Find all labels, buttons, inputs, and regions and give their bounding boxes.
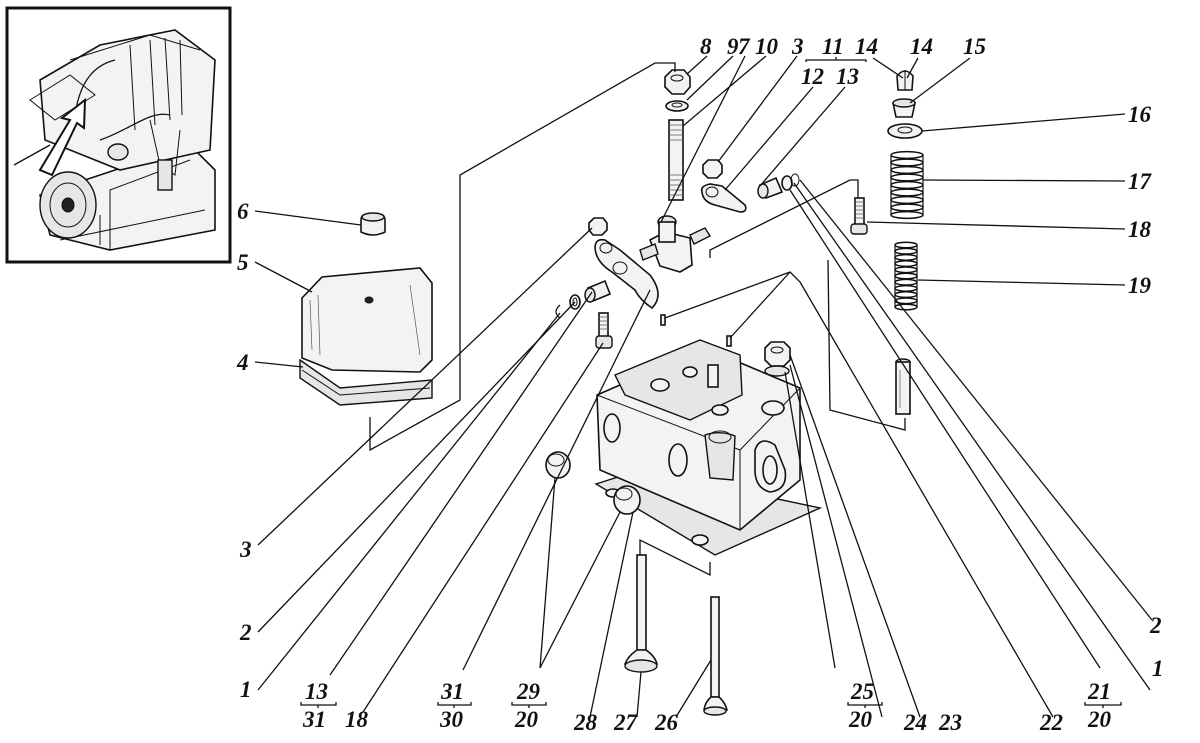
callout-12: 12	[801, 64, 824, 89]
callout-4: 4	[236, 350, 249, 375]
callout-21: 21	[1087, 679, 1111, 704]
part-18-adjusting-screw-left	[595, 312, 613, 349]
part-21-valve-guide	[895, 358, 911, 415]
part-28-plug	[613, 485, 641, 515]
callout-labels: 8 9 10 3 11 12 13 14 14 15 16 17 18 19 7…	[236, 34, 1164, 735]
part-3-nut-upper	[702, 159, 723, 179]
part-22-dowel-pins	[660, 314, 732, 347]
callout-30: 30	[439, 707, 464, 732]
part-18-adjusting-screw	[850, 197, 868, 235]
callout-16: 16	[1128, 102, 1152, 127]
engine-illustration	[13, 29, 216, 251]
callout-24: 24	[903, 710, 927, 735]
part-31-bushing	[584, 279, 612, 303]
spring-coil	[894, 291, 918, 299]
callout-10: 10	[755, 34, 779, 59]
part-26-exhaust-valve	[703, 596, 728, 716]
callout-31a: 31	[302, 707, 326, 732]
callout-27: 27	[613, 710, 639, 735]
part-17-outer-valve-spring	[890, 150, 924, 220]
part-10-stud	[668, 119, 684, 201]
spring-coil	[890, 173, 924, 182]
callout-26: 26	[654, 710, 679, 735]
callout-3-top: 3	[791, 34, 804, 59]
part-8-nut	[664, 69, 691, 95]
spring-coil	[894, 278, 918, 286]
callout-22: 22	[1039, 710, 1063, 735]
callout-20-c: 20	[1087, 707, 1112, 732]
part-13-bushing-top	[781, 173, 800, 191]
callout-5: 5	[237, 250, 249, 275]
callout-13-bottom: 13	[305, 679, 328, 704]
part-27-intake-valve	[624, 554, 658, 673]
callout-31b: 31	[440, 679, 464, 704]
spring-coil	[894, 247, 918, 255]
callout-2-right: 2	[1149, 613, 1162, 638]
callout-9: 9	[727, 34, 739, 59]
part-4-cover-gasket	[299, 358, 433, 406]
part-14-valve-collets	[896, 70, 914, 91]
part-29-plug	[545, 451, 571, 479]
part-19-inner-valve-spring	[894, 241, 918, 311]
spring-coil	[894, 272, 918, 280]
callout-7: 7	[738, 34, 751, 59]
part-7-rocker-shaft-bracket	[639, 215, 712, 273]
callout-20-b: 20	[848, 707, 873, 732]
callout-6: 6	[237, 199, 249, 224]
callout-20-a: 20	[514, 707, 539, 732]
callout-29: 29	[516, 679, 541, 704]
spring-coil	[894, 253, 918, 261]
callout-1-right: 1	[1152, 656, 1164, 681]
location-arrow-icon	[38, 97, 87, 177]
part-6-cap-nut	[360, 212, 386, 236]
part-20-cylinder-head	[594, 339, 823, 556]
spring-coil	[890, 158, 924, 167]
callout-28: 28	[573, 710, 598, 735]
spring-coil	[890, 188, 924, 197]
part-30-rocker-arm	[594, 238, 659, 310]
callout-14a: 14	[855, 34, 878, 59]
callout-23: 23	[938, 710, 962, 735]
leader-lines	[254, 55, 1153, 718]
spring-coil	[894, 241, 918, 249]
part-15-retainer-cone	[892, 98, 916, 118]
spring-coil	[890, 180, 924, 190]
callout-18-right: 18	[1128, 217, 1152, 242]
callout-11: 11	[822, 34, 844, 59]
part-11-rocker-arm-upper	[700, 183, 747, 213]
callout-18-bottom: 18	[345, 707, 369, 732]
part-12-bushing	[757, 176, 784, 200]
fraction-brackets	[300, 702, 1122, 708]
callout-13-top: 13	[836, 64, 859, 89]
part-23-nut	[764, 341, 791, 367]
part-16-spring-plate	[887, 123, 923, 139]
spring-coil	[890, 195, 924, 205]
part-9-washer	[665, 100, 689, 112]
callout-15: 15	[963, 34, 986, 59]
callout-17: 17	[1128, 169, 1153, 194]
callout-3-left: 3	[239, 537, 252, 562]
spring-coil	[890, 150, 924, 160]
spring-coil	[894, 303, 918, 311]
callout-19: 19	[1128, 273, 1152, 298]
spring-coil	[894, 266, 918, 274]
spring-coil	[894, 260, 918, 268]
spring-coil	[890, 203, 924, 212]
spring-coil	[894, 284, 918, 292]
callout-2-left: 2	[239, 620, 252, 645]
callout-25: 25	[850, 679, 874, 704]
spring-coil	[890, 210, 924, 220]
engine-inset	[5, 6, 232, 264]
part-5-cylinder-head-cover	[301, 267, 433, 373]
part-1-retaining-ring-left	[555, 304, 561, 319]
spring-coil	[890, 165, 924, 175]
callout-14b: 14	[910, 34, 933, 59]
part-3-nut-left	[588, 217, 608, 236]
callout-8: 8	[700, 34, 712, 59]
part-24-washer	[764, 365, 790, 377]
callout-1-left: 1	[240, 677, 252, 702]
